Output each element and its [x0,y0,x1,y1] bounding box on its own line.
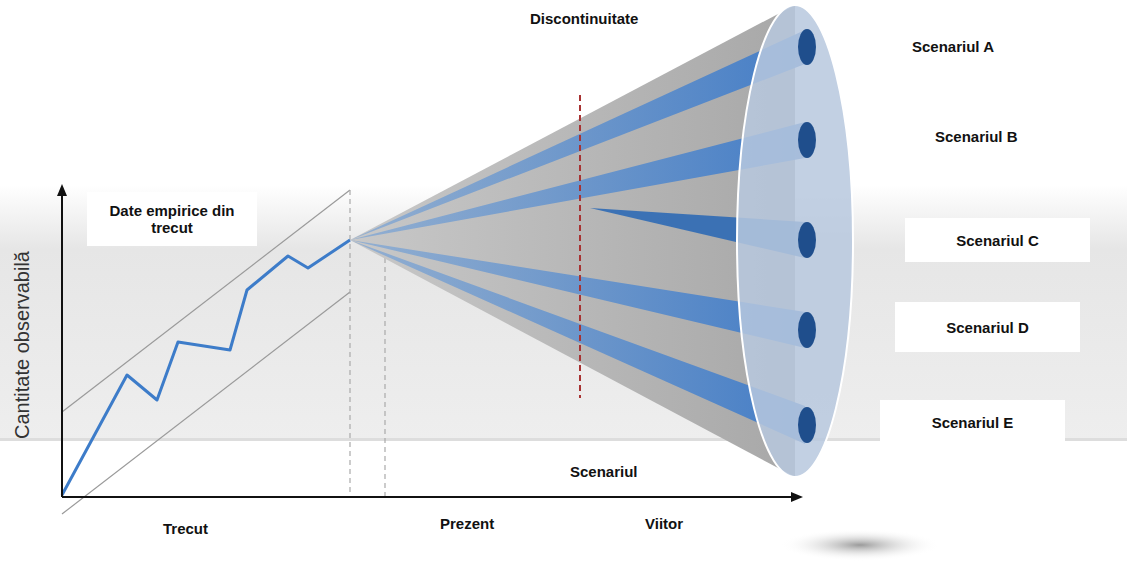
box-text: Scenariul D [946,319,1029,336]
time-label: Viitor [645,515,683,532]
scenario-label: Scenariul B [935,128,1018,145]
scenario-box: Scenariul D [895,302,1080,352]
time-label: Trecut [163,520,208,537]
scenario-label: Scenariul [570,463,638,480]
box-text: Date empirice din trecut [95,202,249,236]
discontinuity-label: Discontinuitate [530,10,638,27]
box-text: Scenariul C [956,232,1039,249]
history-box: Date empirice din trecut [87,192,257,246]
scenario-box: Scenariul C [905,218,1090,262]
scenario-box: Scenariul E [880,400,1065,444]
scenario-label: Scenariul A [912,38,994,55]
box-text: Scenariul E [932,414,1014,431]
time-label: Prezent [440,515,494,532]
axis-title: Cantitate observabilă [11,251,34,439]
